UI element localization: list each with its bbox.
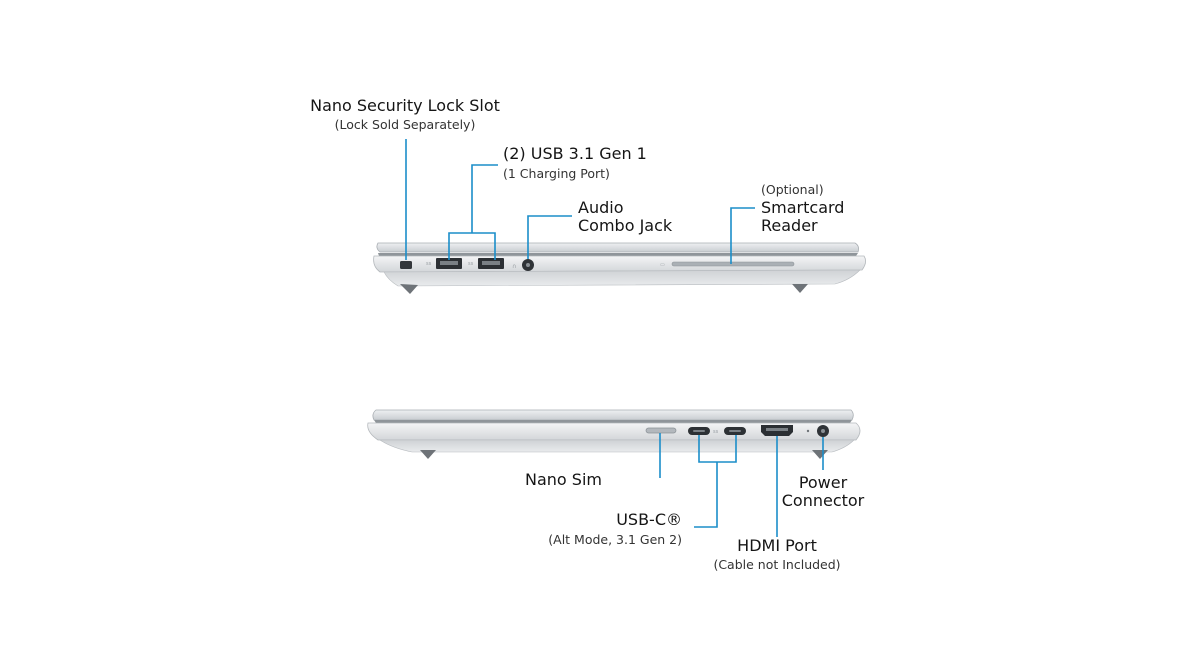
svg-text:▭: ▭	[660, 262, 665, 268]
laptop-left-side-view: ss ss ∩ ▭	[373, 139, 866, 294]
hdmi-title: HDMI Port	[737, 536, 817, 555]
audio-label-line1: Audio	[578, 198, 624, 217]
nano-sim-slot	[645, 427, 677, 434]
svg-text:∩: ∩	[512, 263, 516, 270]
usb-c-title: USB-C®	[616, 510, 682, 529]
smartcard-label-line2: Reader	[761, 216, 818, 235]
smartcard-optional: (Optional)	[761, 182, 824, 197]
usb-c-note: (Alt Mode, 3.1 Gen 2)	[548, 532, 682, 547]
audio-label-line2: Combo Jack	[578, 216, 673, 235]
power-label-line1: Power	[798, 473, 848, 492]
lock-slot-note: (Lock Sold Separately)	[334, 117, 476, 132]
bottom-callout-lines	[659, 433, 824, 537]
laptop-right-side-view: ss	[367, 409, 861, 537]
svg-text:ss: ss	[426, 261, 432, 267]
smartcard-slot	[671, 261, 795, 267]
usb-a-title: (2) USB 3.1 Gen 1	[503, 144, 647, 163]
smartcard-label-line1: Smartcard	[761, 198, 845, 217]
svg-text:ss: ss	[713, 429, 719, 435]
hdmi-note: (Cable not Included)	[713, 557, 841, 572]
usb-a-note: (1 Charging Port)	[503, 166, 610, 181]
power-label-line2: Connector	[781, 491, 865, 510]
lock-slot-title: Nano Security Lock Slot	[310, 96, 500, 115]
nano-sim-title: Nano Sim	[525, 470, 602, 489]
lock-slot-port	[400, 261, 412, 269]
top-callout-lines	[405, 139, 755, 264]
svg-text:ss: ss	[468, 261, 474, 267]
